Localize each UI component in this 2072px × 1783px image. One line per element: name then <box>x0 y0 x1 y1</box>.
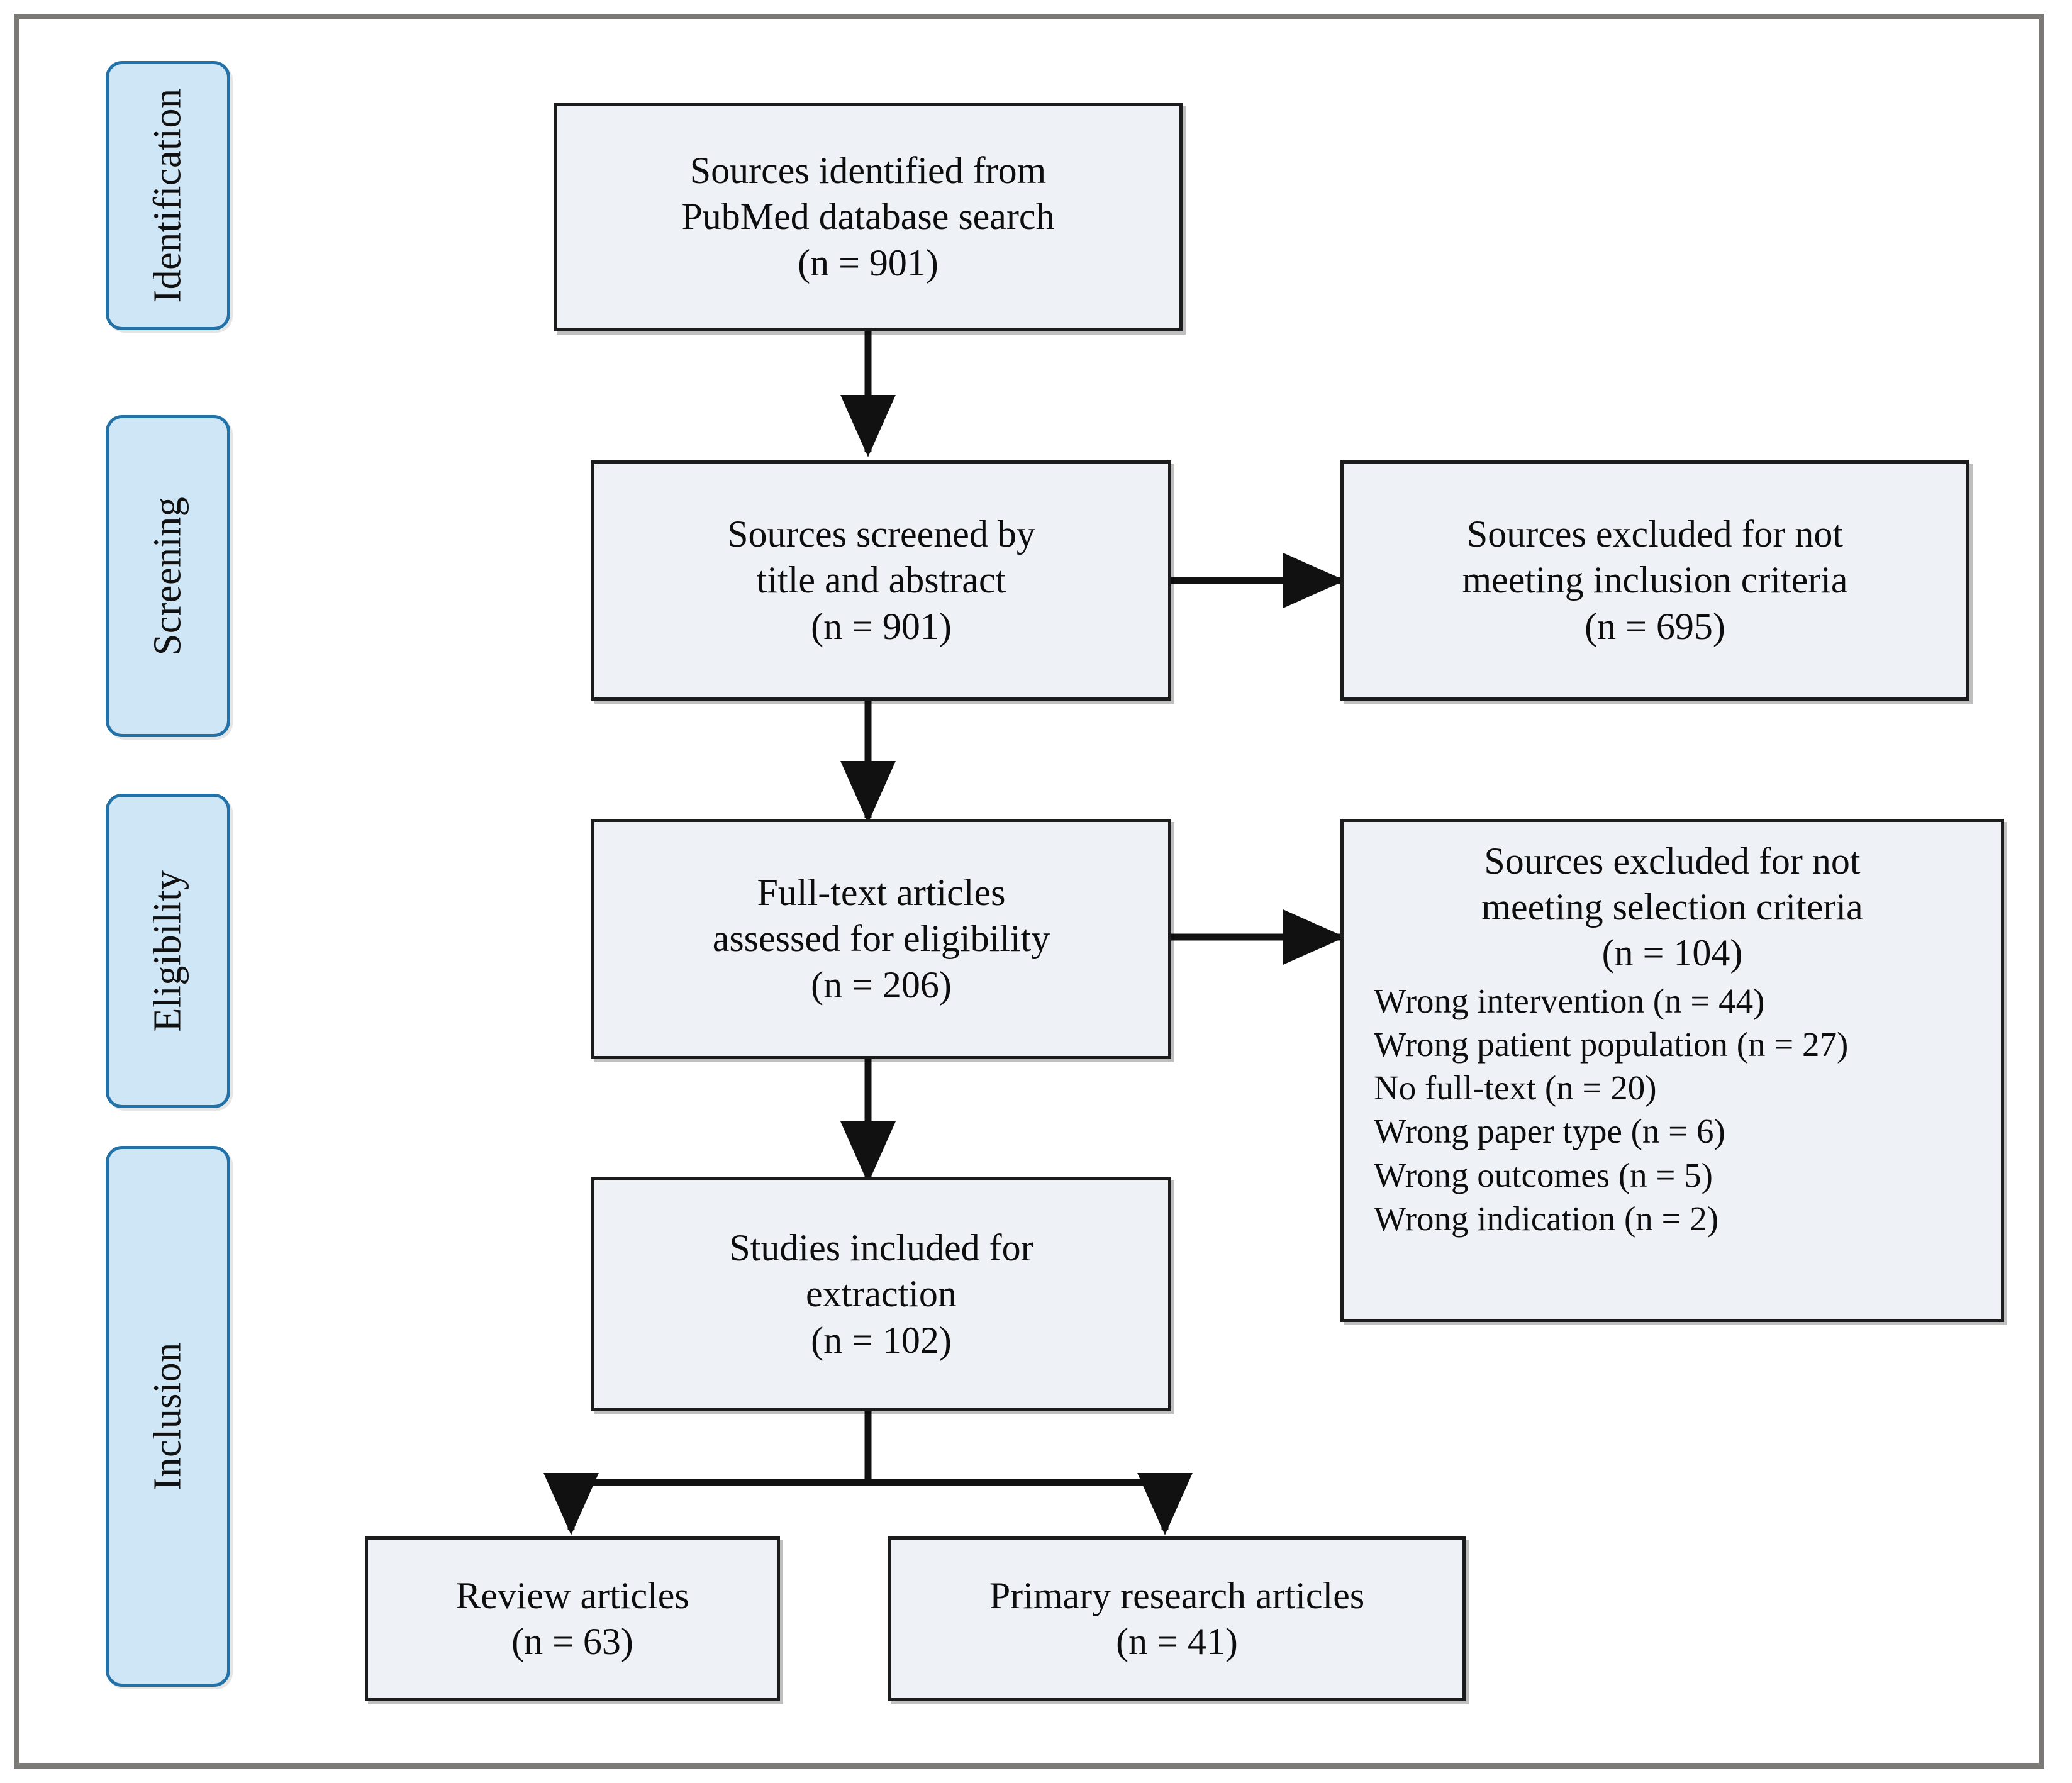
box-sources-screened[interactable]: Sources screened by title and abstract (… <box>591 460 1171 701</box>
box-excluded-selection-criteria-line-2: meeting selection criteria <box>1481 886 1863 928</box>
box-primary-research-articles-line-1: Primary research articles <box>989 1574 1365 1616</box>
box-primary-research-articles-count: (n = 41) <box>1116 1621 1238 1662</box>
exclusion-reason-item: No full-text (n = 20) <box>1374 1069 1657 1108</box>
box-review-articles-count: (n = 63) <box>511 1621 633 1662</box>
stage-tab-eligibility[interactable]: Eligibility <box>106 794 230 1108</box>
box-sources-screened-line-2: title and abstract <box>756 559 1006 601</box>
box-fulltext-assessed-count: (n = 206) <box>811 964 952 1006</box>
exclusion-reason-item: Wrong intervention (n = 44) <box>1374 981 1765 1020</box>
box-excluded-selection-criteria-count: (n = 104) <box>1601 932 1743 974</box>
box-sources-screened-line-1: Sources screened by <box>727 513 1035 555</box>
box-review-articles-line-1: Review articles <box>455 1574 689 1616</box>
box-review-articles[interactable]: Review articles (n = 63) <box>365 1536 780 1701</box>
exclusion-reason-item: Wrong patient population (n = 27) <box>1374 1025 1849 1064</box>
box-studies-included-line-1: Studies included for <box>729 1227 1033 1269</box>
box-primary-research-articles[interactable]: Primary research articles (n = 41) <box>888 1536 1466 1701</box>
box-studies-included-line-2: extraction <box>806 1273 957 1315</box>
box-sources-identified-count: (n = 901) <box>798 242 939 284</box>
box-excluded-selection-criteria[interactable]: Sources excluded for not meeting selecti… <box>1340 819 2004 1322</box>
box-sources-identified-line-1: Sources identified from <box>689 150 1047 192</box>
stage-tab-inclusion-label: Inclusion <box>146 1342 189 1491</box>
exclusion-reason-item: Wrong indication (n = 2) <box>1374 1199 1719 1238</box>
box-fulltext-assessed-line-2: assessed for eligibility <box>712 918 1050 960</box>
exclusion-reason-list: Wrong intervention (n = 44) Wrong patien… <box>1352 979 1992 1241</box>
box-sources-identified[interactable]: Sources identified from PubMed database … <box>554 103 1183 331</box>
box-excluded-selection-criteria-line-1: Sources excluded for not <box>1484 840 1861 882</box>
exclusion-reason-item: Wrong outcomes (n = 5) <box>1374 1155 1713 1194</box>
stage-tab-screening-label: Screening <box>146 496 189 656</box>
box-excluded-inclusion-criteria[interactable]: Sources excluded for not meeting inclusi… <box>1340 460 1969 701</box>
box-excluded-inclusion-criteria-count: (n = 695) <box>1585 605 1725 647</box>
box-studies-included[interactable]: Studies included for extraction (n = 102… <box>591 1177 1171 1411</box>
exclusion-reason-item: Wrong paper type (n = 6) <box>1374 1112 1725 1151</box>
box-excluded-inclusion-criteria-line-2: meeting inclusion criteria <box>1462 559 1848 601</box>
box-excluded-selection-criteria-heading: Sources excluded for not meeting selecti… <box>1352 838 1992 977</box>
stage-tab-eligibility-label: Eligibility <box>146 870 189 1032</box>
box-sources-identified-line-2: PubMed database search <box>681 196 1055 238</box>
stage-tab-inclusion[interactable]: Inclusion <box>106 1146 230 1687</box>
stage-tab-identification[interactable]: Identification <box>106 61 230 330</box>
stage-tab-screening[interactable]: Screening <box>106 415 230 737</box>
stage-tab-identification-label: Identification <box>146 88 189 303</box>
box-studies-included-count: (n = 102) <box>811 1319 952 1361</box>
box-fulltext-assessed[interactable]: Full-text articles assessed for eligibil… <box>591 819 1171 1059</box>
box-fulltext-assessed-line-1: Full-text articles <box>757 872 1006 914</box>
box-sources-screened-count: (n = 901) <box>811 605 952 647</box>
box-excluded-inclusion-criteria-line-1: Sources excluded for not <box>1466 513 1844 555</box>
